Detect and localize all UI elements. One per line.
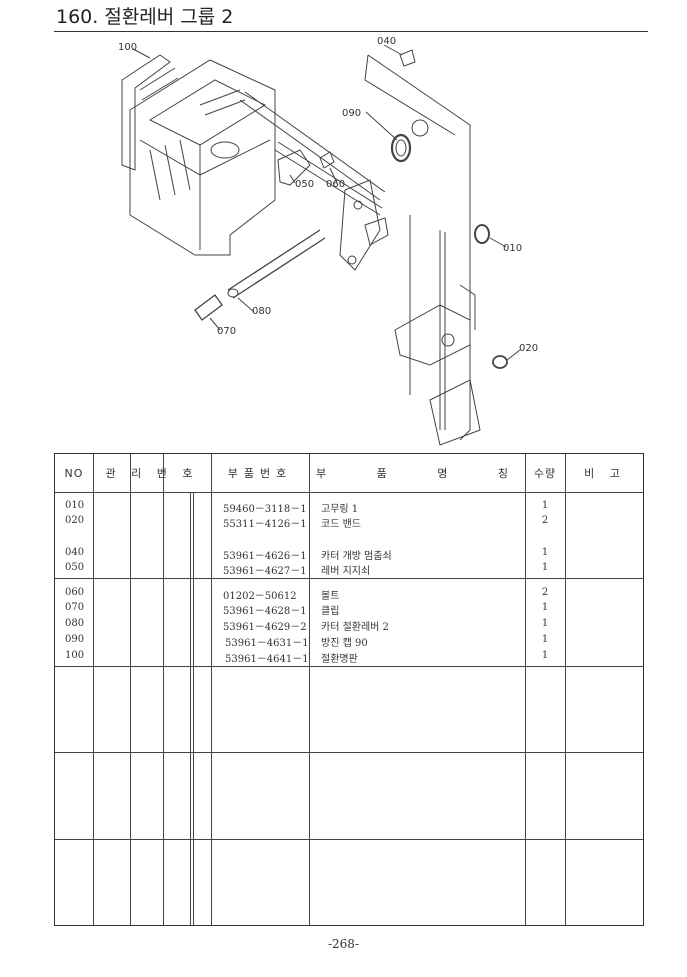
row-part-no: 59460－3118－1 (223, 504, 307, 515)
callout-080: 080 (252, 306, 271, 317)
page-number: -268- (327, 937, 359, 951)
row-name: 레버 지지쇠 (321, 566, 371, 577)
row-name: 카터 개방 멈춤쇠 (321, 551, 392, 562)
row-name: 카터 절환레버 2 (321, 622, 389, 633)
header-note: 비 고 (584, 467, 626, 480)
nameplate-part (121, 54, 171, 171)
header-mgmt: 관 리 번 호 (105, 467, 199, 480)
row-qty: 1 (541, 562, 549, 573)
callout-050: 050 (295, 179, 314, 190)
row-qty: 1 (541, 650, 549, 661)
page-title: 160. 절환레버 그룹 2 (56, 6, 234, 28)
callout-020: 020 (519, 343, 538, 354)
row-part-no: 01202－50612 (223, 591, 297, 602)
row-name: 코드 밴드 (321, 519, 361, 530)
row-no: 040 (65, 547, 85, 558)
header-no: NO (64, 466, 84, 480)
row-qty: 2 (541, 515, 549, 526)
row-no: 080 (65, 618, 85, 629)
header-name: 부 품 명 칭 (316, 467, 518, 480)
callout-090: 090 (342, 108, 361, 119)
callout-010: 010 (503, 243, 522, 254)
row-part-no: 53961－4641－1 (225, 654, 309, 665)
housing-outline (129, 59, 276, 256)
row-no: 090 (65, 634, 85, 645)
parts-diagram: 100 040 090 050 060 010 080 070 020 (118, 36, 538, 446)
row-name: 방진 캡 90 (321, 638, 368, 649)
row-part-no: 55311－4126－1 (223, 519, 307, 530)
row-qty: 1 (541, 547, 549, 558)
row-qty: 2 (541, 587, 549, 598)
row-no: 060 (65, 587, 85, 598)
header-qty: 수량 (533, 467, 557, 480)
row-part-no: 53961－4627－1 (223, 566, 307, 577)
row-no: 100 (65, 650, 85, 661)
row-part-no: 53961－4629－2 (223, 622, 307, 633)
row-part-no: 53961－4626－1 (223, 551, 307, 562)
row-name: 클립 (321, 606, 340, 617)
back-plate (364, 54, 471, 441)
row-no: 070 (65, 602, 85, 613)
callout-070: 070 (217, 326, 236, 337)
row-name: 고무링 1 (321, 504, 359, 515)
row-no: 010 (65, 500, 85, 511)
row-name: 볼트 (321, 591, 340, 602)
callout-060: 060 (326, 179, 345, 190)
row-no: 050 (65, 562, 85, 573)
callout-100: 100 (118, 42, 137, 53)
header-part-no: 부품번호 (227, 467, 293, 480)
row-qty: 1 (541, 500, 549, 511)
title-divider (54, 31, 648, 32)
row-part-no: 53961－4628－1 (223, 606, 307, 617)
parts-table: NO 관 리 번 호 부품번호 부 품 명 칭 수량 비 고 010 59460… (54, 453, 644, 926)
row-qty: 1 (541, 634, 549, 645)
row-name: 절환명판 (321, 654, 358, 665)
row-qty: 1 (541, 618, 549, 629)
row-no: 020 (65, 515, 85, 526)
row-part-no: 53961－4631－1 (225, 638, 309, 649)
callout-040: 040 (377, 36, 396, 47)
row-qty: 1 (541, 602, 549, 613)
